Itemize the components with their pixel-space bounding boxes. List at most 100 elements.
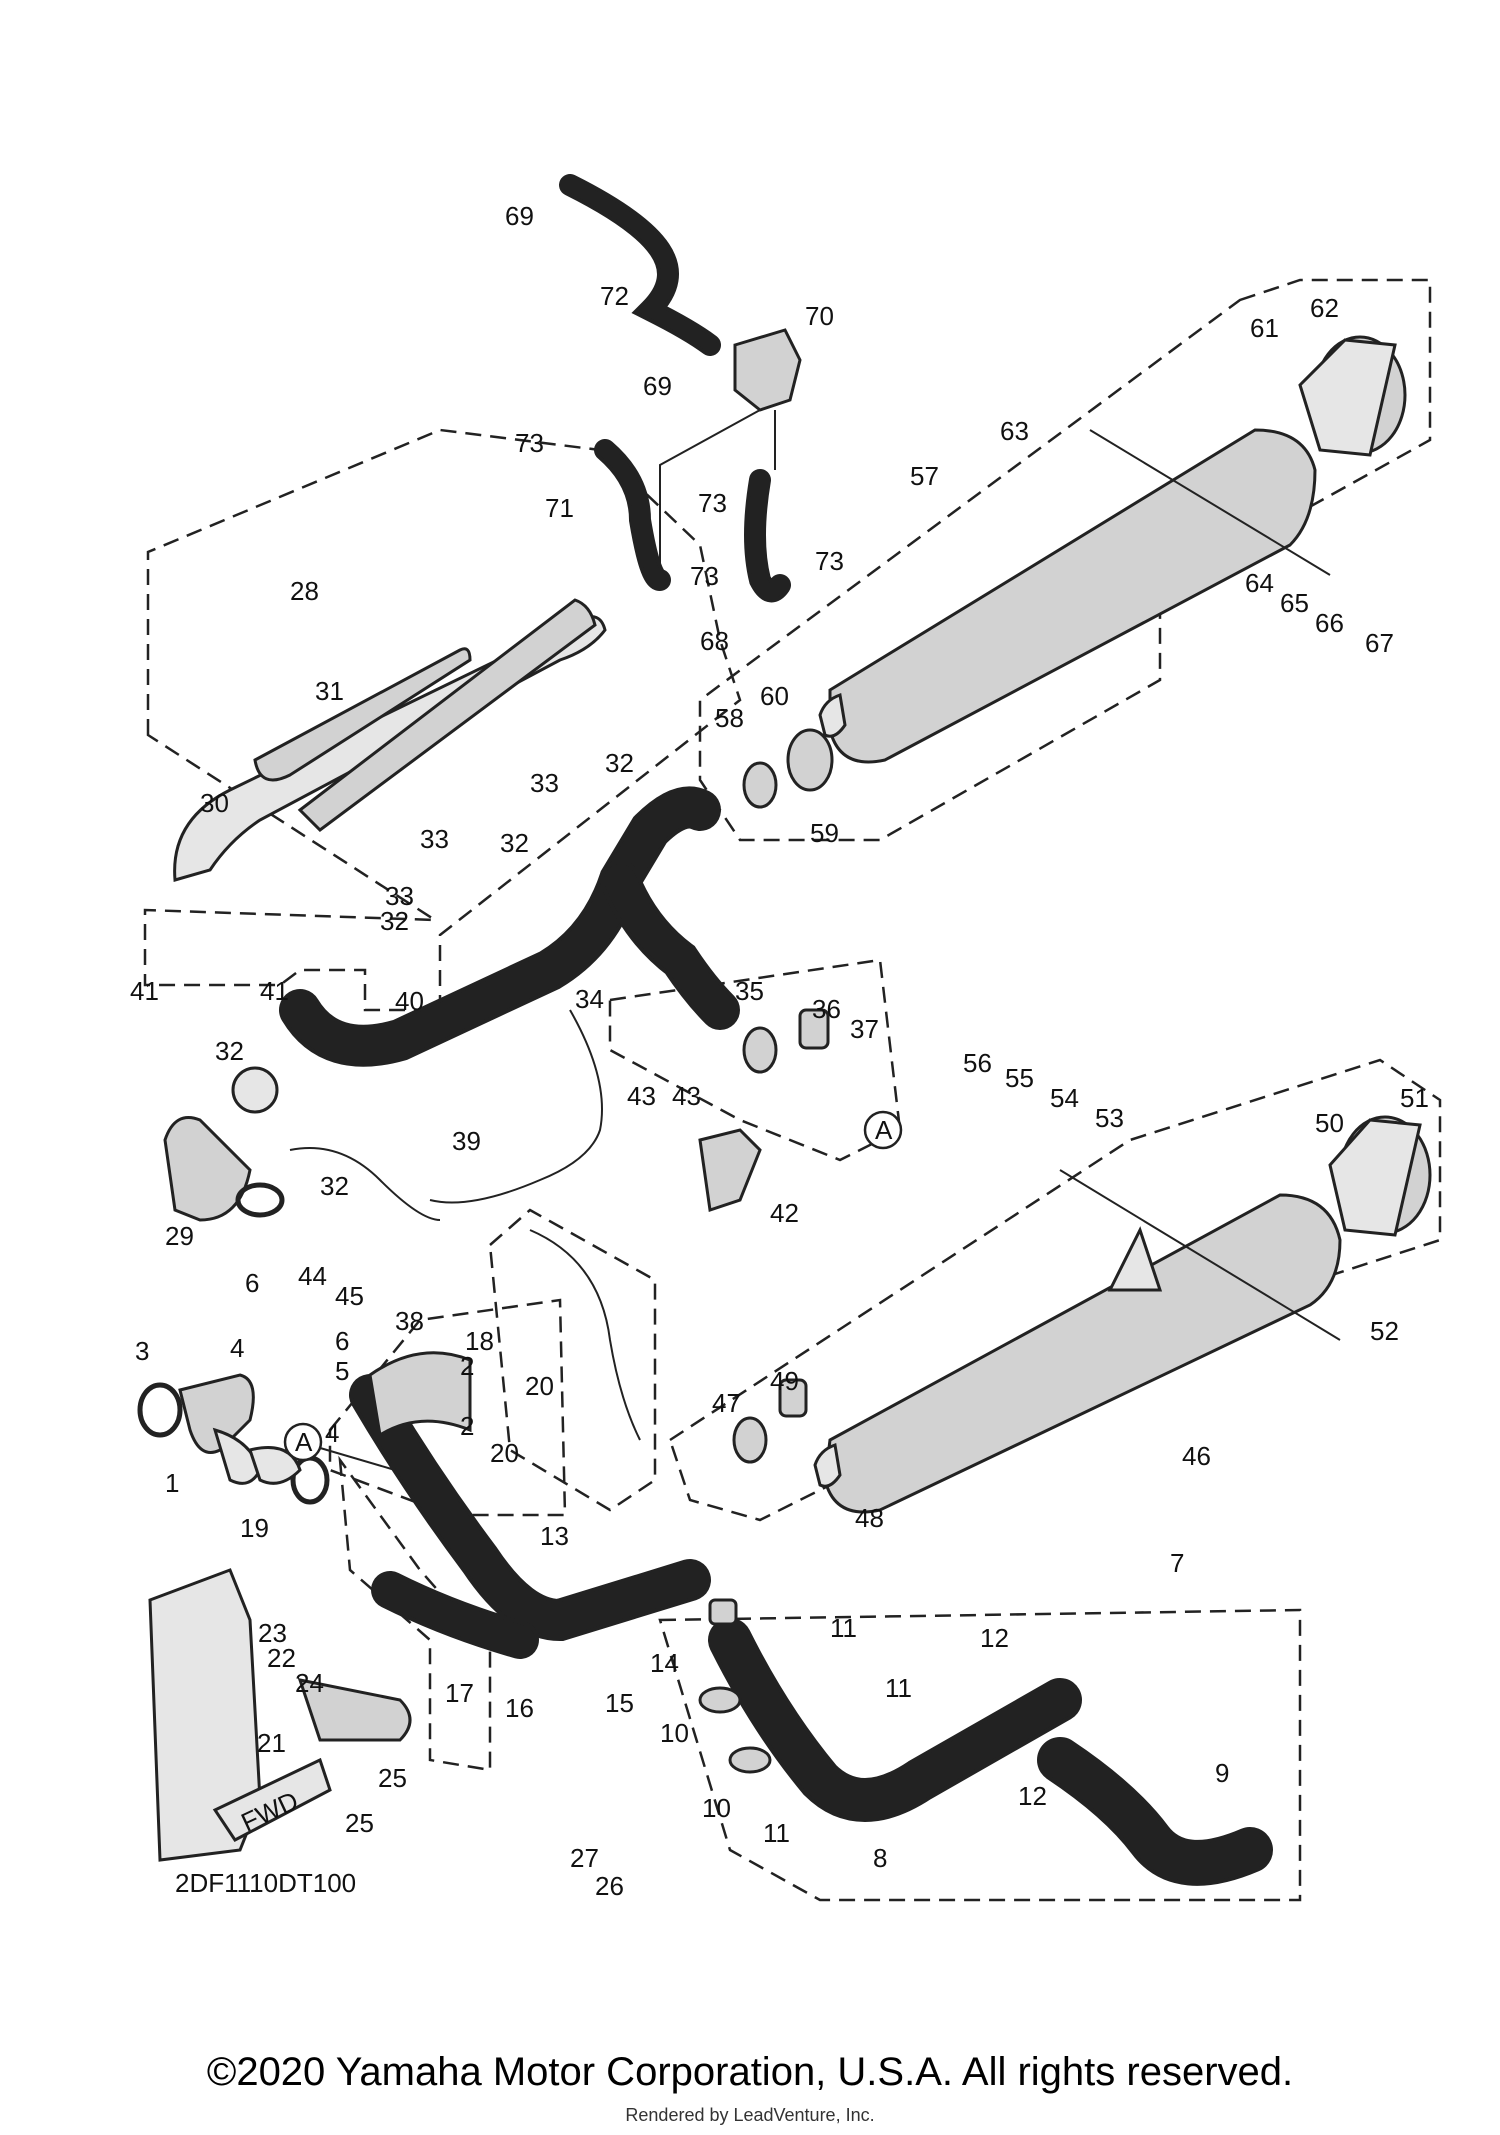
callout-73d: 73 [815,546,844,576]
joint-14 [708,1598,738,1626]
callout-18: 18 [465,1326,494,1356]
copyright-notice: ©2020 Yamaha Motor Corporation, U.S.A. A… [206,2050,1294,2094]
callout-20b: 20 [490,1438,519,1468]
callout-43a: 43 [627,1081,656,1111]
ref-marker-a-lower-label: A [295,1427,313,1457]
callout-52: 52 [1370,1316,1399,1346]
ref-marker-a [309,1444,396,1471]
callout-2a: 2 [460,1351,474,1381]
callout-58: 58 [715,703,744,733]
clamp-49 [778,1378,808,1418]
callout-42: 42 [770,1198,799,1228]
callout-49: 49 [770,1366,799,1396]
callout-32d: 32 [215,1036,244,1066]
upper-muffler [818,335,1407,764]
callout-10b: 10 [702,1793,731,1823]
callout-71: 71 [545,493,574,523]
callout-24: 24 [295,1668,324,1698]
callout-73c: 73 [690,561,719,591]
callout-19: 19 [240,1513,269,1543]
callout-56: 56 [963,1048,992,1078]
group-box-57 [698,278,1432,842]
callout-9: 9 [1215,1758,1229,1788]
callout-32e: 32 [320,1171,349,1201]
callout-45: 45 [335,1281,364,1311]
ref-markers: A A [283,1110,903,1462]
diagram-code: 2DF1110DT100 [175,1868,356,1898]
callout-65: 65 [1280,588,1309,618]
valve-70 [733,328,802,412]
callout-35: 35 [735,976,764,1006]
callout-33c: 33 [385,881,414,911]
group-box-17 [338,1455,492,1772]
callout-11c: 11 [763,1818,790,1848]
callout-46: 46 [1182,1441,1211,1471]
callout-41b: 41 [260,976,289,1006]
callout-53: 53 [1095,1103,1124,1133]
group-box-7 [658,1608,1302,1902]
callout-22: 22 [267,1643,296,1673]
callout-40: 40 [395,986,424,1016]
callout-51: 51 [1400,1083,1429,1113]
callout-55: 55 [1005,1063,1034,1093]
small-parts [137,174,1341,1862]
callout-57: 57 [910,461,939,491]
callout-13: 13 [540,1521,569,1551]
callout-25a: 25 [378,1763,407,1793]
protector-18 [368,1351,472,1438]
callout-10a: 10 [660,1718,689,1748]
callout-68: 68 [700,626,729,656]
bracket-21 [297,1678,412,1742]
callout-12b: 12 [1018,1781,1047,1811]
callout-72: 72 [600,281,629,311]
rendered-by-credit: Rendered by LeadVenture, Inc. [625,2105,875,2125]
callout-26: 26 [595,1871,624,1901]
callout-60: 60 [760,681,789,711]
callout-28: 28 [290,576,319,606]
callout-29: 29 [165,1221,194,1251]
callout-70: 70 [805,301,834,331]
callout-47: 47 [712,1388,741,1418]
callout-14: 14 [650,1648,679,1678]
callout-50: 50 [1315,1108,1344,1138]
joint-35 [742,1026,778,1074]
heat-shield-28 [173,598,607,882]
clamp-60 [786,728,834,792]
callout-41a: 41 [130,976,159,1006]
callout-17: 17 [445,1678,474,1708]
callout-2b: 2 [460,1411,474,1441]
callout-38: 38 [395,1306,424,1336]
bracket-42 [698,1128,762,1212]
callout-59: 59 [810,818,839,848]
ref-marker-a-upper-label: A [875,1115,893,1145]
gasket-3 [137,1382,183,1438]
callout-64: 64 [1245,568,1274,598]
callout-36: 36 [812,994,841,1024]
callout-54: 54 [1050,1083,1079,1113]
callout-43b: 43 [672,1081,701,1111]
callout-27: 27 [570,1843,599,1873]
callout-73b: 73 [698,488,727,518]
lower-muffler [813,1115,1432,1514]
joint-58 [742,761,778,809]
callout-30: 30 [200,788,229,818]
ball-32 [231,1066,279,1114]
callout-66: 66 [1315,608,1344,638]
callout-labels: 69 72 70 69 73 71 73 73 73 68 57 63 61 6… [130,201,1429,1901]
callout-34: 34 [575,984,604,1014]
callout-11a: 11 [830,1613,857,1643]
callout-33a: 33 [530,768,559,798]
group-box-13 [488,1208,657,1512]
callout-23: 23 [258,1618,287,1648]
callout-33b: 33 [420,824,449,854]
callout-16: 16 [505,1693,534,1723]
callout-32c: 32 [380,906,409,936]
callout-39: 39 [452,1126,481,1156]
flange-1 [178,1373,255,1454]
clamp-10b [728,1746,772,1774]
callout-20a: 20 [525,1371,554,1401]
heat-cover-29 [163,1116,252,1222]
callout-31: 31 [315,676,344,706]
callout-1: 1 [165,1468,179,1498]
callout-7: 7 [1170,1548,1184,1578]
